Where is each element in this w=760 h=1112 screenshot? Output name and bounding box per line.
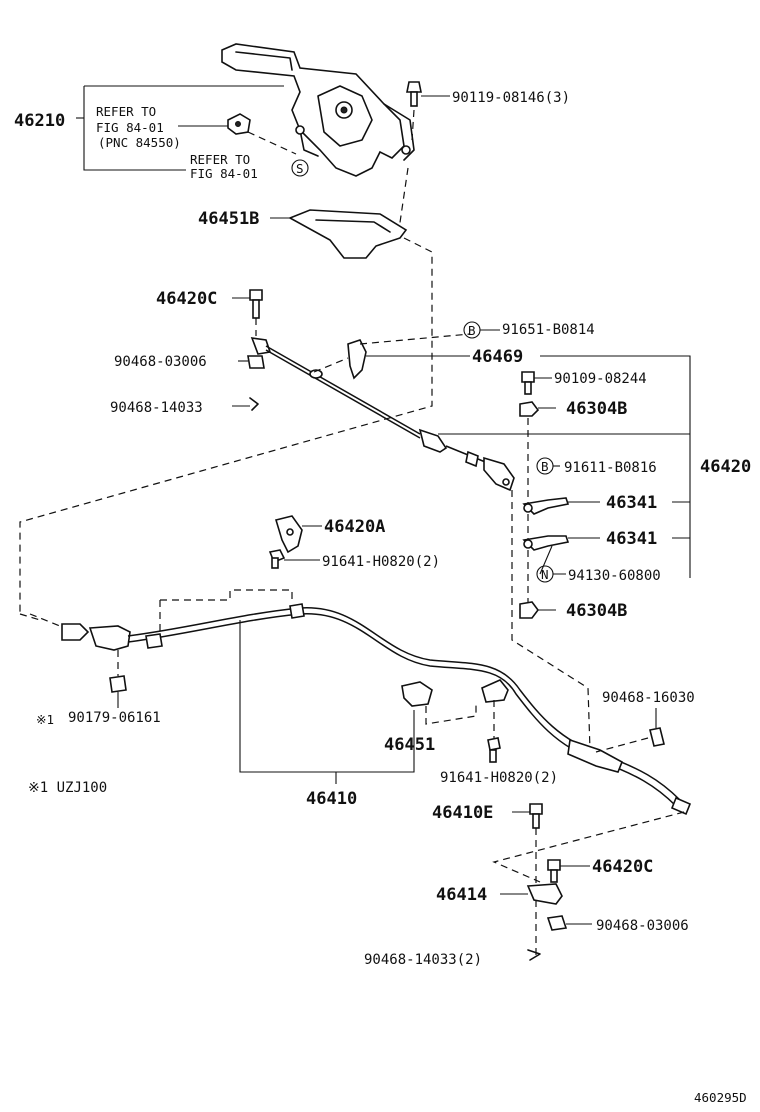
note-text: ※1 UZJ100: [28, 780, 107, 796]
marker-n: N: [541, 567, 549, 582]
label-46420C-top: 46420C: [156, 289, 217, 309]
clamp-46451: [401, 681, 433, 707]
label-90468-14033-top: 90468-14033: [110, 400, 203, 416]
diagram-id: 460295D: [694, 1090, 747, 1105]
nut-46304B-bot: [519, 601, 539, 619]
label-46410E: 46410E: [432, 803, 493, 823]
label-91641-top: 91641-H0820(2): [322, 554, 440, 570]
clip-90468-14033-bot: [527, 949, 541, 961]
label-refer1b: FIG 84-01: [96, 120, 164, 135]
label-46304B-bot: 46304B: [566, 601, 627, 621]
label-90119: 90119-08146(3): [452, 90, 570, 106]
bracket-46414: [526, 883, 563, 905]
clip-part: [227, 113, 251, 135]
label-94130: 94130-60800: [568, 568, 661, 584]
label-46414: 46414: [436, 885, 487, 905]
nut-46304B-top: [519, 401, 540, 417]
brake-lever-assembly: [221, 43, 415, 177]
clip-90468-16030: [649, 727, 665, 747]
clip-90468-03006-bot: [546, 915, 568, 931]
label-46210: 46210: [14, 111, 65, 131]
bracket-46469: [347, 339, 367, 380]
label-90468-03006-bot: 90468-03006: [596, 918, 689, 934]
note-mark: ※1: [36, 712, 54, 727]
label-90468-16030: 90468-16030: [602, 690, 695, 706]
clip-90468-03006-top: [247, 355, 265, 369]
bracket-46341-b: [522, 535, 570, 551]
bolt-91641-top: [268, 549, 286, 569]
label-90109: 90109-08244: [554, 371, 647, 387]
bolt-91641-bot: [487, 737, 501, 763]
label-46420: 46420: [700, 457, 751, 477]
label-46469: 46469: [472, 347, 523, 367]
label-91611: 91611-B0816: [564, 460, 657, 476]
label-46451B: 46451B: [198, 209, 259, 229]
bracket-46420A: [274, 515, 303, 554]
label-46304B-top: 46304B: [566, 399, 627, 419]
label-46451: 46451: [384, 735, 435, 755]
bolt-90119: [406, 81, 422, 107]
label-refer1c: (PNC 84550): [98, 135, 181, 150]
bolt-90109: [521, 371, 535, 395]
label-91651: 91651-B0814: [502, 322, 595, 338]
label-46420C-bot: 46420C: [592, 857, 653, 877]
label-refer1: REFER TO: [96, 104, 156, 119]
marker-b2: B: [541, 459, 549, 474]
grommet-90179: [109, 675, 127, 693]
label-90468-14033-bot: 90468-14033(2): [364, 952, 482, 968]
bracket-46341-a: [522, 497, 570, 515]
label-91641-bot: 91641-H0820(2): [440, 770, 558, 786]
rear-cable-46410: [29, 603, 692, 816]
label-46410: 46410: [306, 789, 357, 809]
bracket-46451B: [288, 209, 408, 259]
bolt-46410E: [529, 803, 543, 829]
bolt-46420C-top: [249, 289, 263, 319]
marker-b1: B: [468, 323, 476, 338]
marker-s-circle: [291, 159, 309, 177]
front-cable-46420: [250, 337, 515, 492]
marker-s: S: [296, 161, 304, 176]
label-46420A: 46420A: [324, 517, 385, 537]
clip-90468-14033-top: [249, 397, 259, 411]
label-46341-b: 46341: [606, 529, 657, 549]
label-90468-03006-top: 90468-03006: [114, 354, 207, 370]
label-46341-a: 46341: [606, 493, 657, 513]
bolt-46420C-bot: [547, 859, 561, 883]
label-90179: 90179-06161: [68, 710, 161, 726]
label-refer2b: FIG 84-01: [190, 166, 258, 181]
mid-bracket: [481, 679, 509, 703]
label-refer2: REFER TO: [190, 152, 250, 167]
